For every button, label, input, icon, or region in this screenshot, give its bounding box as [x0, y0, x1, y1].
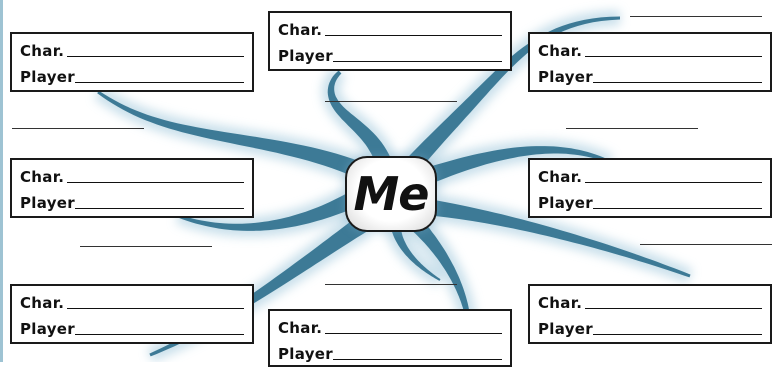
char-input-line[interactable]	[67, 56, 244, 57]
char-label: Char.	[20, 294, 64, 312]
player-input-line[interactable]	[593, 208, 762, 209]
blank-line-lower-center[interactable]	[325, 284, 457, 285]
player-label: Player	[20, 194, 75, 212]
character-card-top-right: Char. Player	[528, 32, 772, 92]
player-label: Player	[538, 68, 593, 86]
blank-line-upper-right[interactable]	[566, 128, 698, 129]
char-input-line[interactable]	[67, 182, 244, 183]
char-label: Char.	[278, 21, 322, 39]
player-label: Player	[20, 68, 75, 86]
player-label: Player	[538, 320, 593, 338]
player-input-line[interactable]	[593, 82, 762, 83]
character-card-bottom-right: Char. Player	[528, 284, 772, 344]
character-card-bottom-center: Char. Player	[268, 309, 512, 367]
blank-line-upper-left[interactable]	[12, 128, 144, 129]
char-label: Char.	[20, 168, 64, 186]
player-label: Player	[20, 320, 75, 338]
char-label: Char.	[278, 319, 322, 337]
char-input-line[interactable]	[585, 182, 762, 183]
player-input-line[interactable]	[333, 61, 502, 62]
player-input-line[interactable]	[593, 334, 762, 335]
char-input-line[interactable]	[325, 333, 502, 334]
char-input-line[interactable]	[585, 308, 762, 309]
player-label: Player	[278, 47, 333, 65]
player-input-line[interactable]	[75, 208, 244, 209]
char-label: Char.	[538, 42, 582, 60]
char-input-line[interactable]	[325, 35, 502, 36]
blank-line-upper-center[interactable]	[325, 101, 457, 102]
player-input-line[interactable]	[75, 334, 244, 335]
center-me-node: Me	[345, 156, 437, 232]
character-card-middle-right: Char. Player	[528, 158, 772, 218]
player-input-line[interactable]	[75, 82, 244, 83]
char-label: Char.	[538, 168, 582, 186]
char-input-line[interactable]	[585, 56, 762, 57]
character-card-top-left: Char. Player	[10, 32, 254, 92]
character-card-bottom-left: Char. Player	[10, 284, 254, 344]
player-input-line[interactable]	[333, 359, 502, 360]
char-label: Char.	[538, 294, 582, 312]
character-card-top-center: Char. Player	[268, 11, 512, 71]
char-label: Char.	[20, 42, 64, 60]
player-label: Player	[538, 194, 593, 212]
character-card-middle-left: Char. Player	[10, 158, 254, 218]
blank-line-lower-left[interactable]	[80, 246, 212, 247]
player-label: Player	[278, 345, 333, 363]
blank-line-top-right[interactable]	[630, 16, 762, 17]
char-input-line[interactable]	[67, 308, 244, 309]
blank-line-lower-right[interactable]	[640, 244, 772, 245]
center-me-label: Me	[354, 171, 429, 217]
